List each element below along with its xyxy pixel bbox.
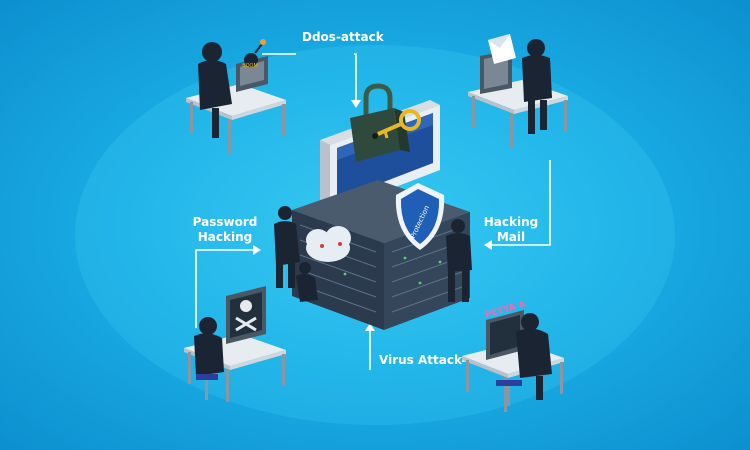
workstation-password (184, 286, 286, 402)
label-mail-line1: Hacking (483, 215, 539, 229)
cloud-icon (306, 226, 351, 262)
workstation-ddos: BOOM (186, 39, 286, 154)
boom-text: BOOM (242, 63, 258, 69)
workstation-virus: PETYA A (462, 300, 564, 412)
connector-mail (484, 160, 551, 250)
padlock-icon (350, 83, 410, 162)
label-hacking-mail: Hacking Mail (480, 215, 542, 245)
label-password-line2: Hacking (197, 230, 253, 244)
hacker-figures-center (274, 206, 472, 302)
connector-password (195, 245, 261, 328)
key-icon (377, 109, 421, 139)
shield-icon: Protection (395, 183, 445, 250)
label-virus-attack: Virus Attack (379, 353, 462, 367)
label-mail-line2: Mail (496, 230, 526, 244)
workstation-mail (468, 34, 568, 148)
label-password-hacking: Password Hacking (191, 215, 259, 245)
label-ddos-attack: Ddos-attack (302, 30, 384, 44)
connector-ddos (262, 53, 361, 108)
label-password-line1: Password (192, 215, 258, 229)
